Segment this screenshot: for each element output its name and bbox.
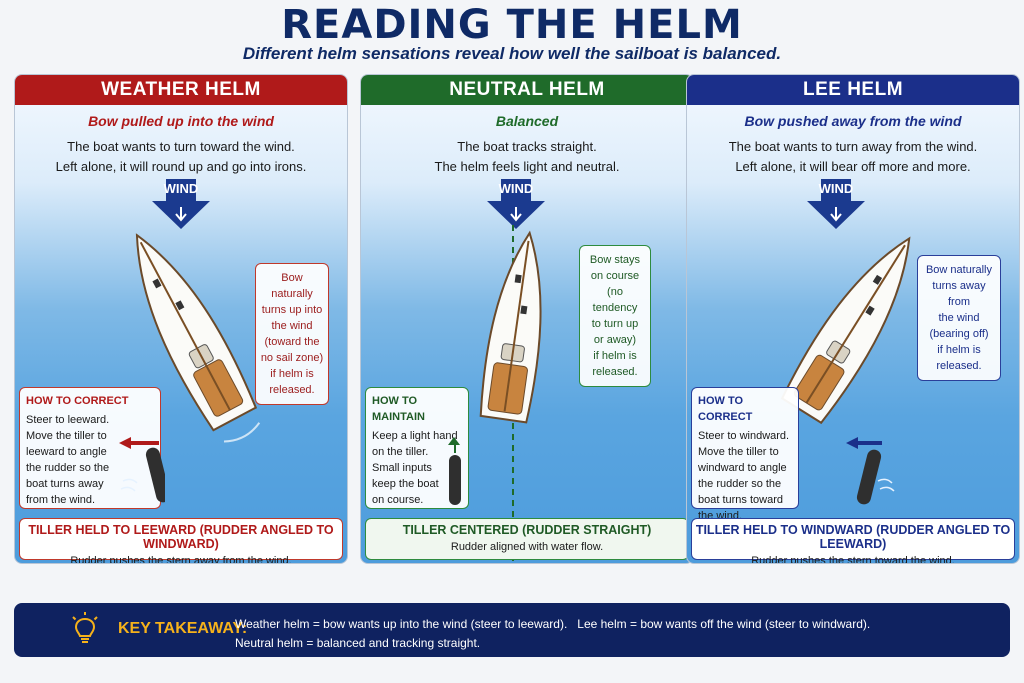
neutral-helm-tiller-summary: TILLER CENTERED (RUDDER STRAIGHT) Rudder… (365, 518, 689, 560)
lee-helm-correct-box: HOW TO CORRECT Steer to windward.Move th… (691, 387, 799, 522)
tiller-arrow-icon (448, 437, 461, 505)
key-takeaway-text: Weather helm = bow wants up into the win… (235, 617, 871, 650)
tiller-arrow-icon (846, 437, 895, 505)
page-subtitle: Different helm sensations reveal how wel… (242, 44, 782, 63)
page-title: READING THE HELM (281, 2, 743, 48)
weather-helm-description: The boat wants to turn toward the wind. … (55, 139, 307, 174)
weather-helm-panel: WEATHER HELM Bow pulled up into the wind… (14, 74, 348, 564)
key-takeaway-label: KEY TAKEAWAY: (118, 620, 248, 637)
neutral-helm-tagline: Balanced (495, 113, 559, 129)
wind-arrow-icon: WIND (150, 179, 212, 229)
wind-label: WIND (498, 181, 534, 196)
neutral-helm-heading: NEUTRAL HELM (361, 75, 693, 105)
sailboat-icon (780, 236, 911, 425)
weather-helm-correct-box: HOW TO CORRECT Steer to leeward.Move the… (19, 387, 161, 509)
weather-helm-tiller-summary: TILLER HELD TO LEEWARD (RUDDER ANGLED TO… (19, 518, 343, 563)
wind-label: WIND (163, 181, 199, 196)
neutral-helm-panel: NEUTRAL HELM Balanced The boat tracks st… (360, 74, 694, 564)
tiller-arrow-icon (119, 437, 165, 503)
wind-label: WIND (818, 181, 854, 196)
neutral-helm-description: The boat tracks straight. The helm feels… (434, 139, 620, 174)
lee-helm-description: The boat wants to turn away from the win… (728, 139, 978, 174)
sailboat-icon (135, 233, 261, 443)
sailboat-icon (479, 230, 542, 424)
wind-arrow-icon: WIND (485, 179, 547, 229)
wind-arrow-icon: WIND (805, 179, 867, 229)
lee-helm-tagline: Bow pushed away from the wind (744, 113, 962, 129)
key-takeaway-banner: KEY TAKEAWAY: Weather helm = bow wants u… (14, 603, 1010, 657)
lee-helm-panel: LEE HELM Bow pushed away from the wind T… (686, 74, 1020, 564)
weather-helm-tagline: Bow pulled up into the wind (88, 113, 274, 129)
lee-helm-heading: LEE HELM (687, 75, 1019, 105)
lee-helm-tiller-summary: TILLER HELD TO WINDWARD (RUDDER ANGLED T… (691, 518, 1015, 563)
weather-helm-heading: WEATHER HELM (15, 75, 347, 105)
lightbulb-icon (72, 612, 98, 643)
